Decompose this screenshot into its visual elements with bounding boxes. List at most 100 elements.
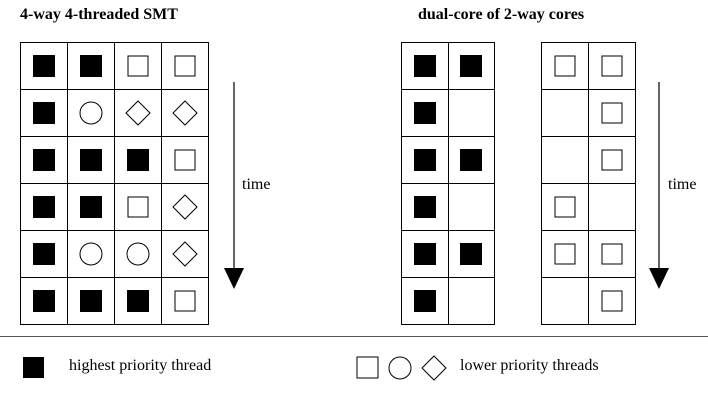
grid-cell <box>162 137 209 184</box>
smt-grid <box>20 42 209 325</box>
grid-cell <box>542 43 589 90</box>
grid-cell <box>589 137 636 184</box>
black-square-icon <box>33 102 55 124</box>
black-square-icon <box>460 243 483 265</box>
outline-diamond-icon <box>172 241 198 267</box>
grid-cell <box>21 43 68 90</box>
grid-cell <box>448 43 495 90</box>
grid-cell <box>162 90 209 137</box>
black-square-icon <box>23 357 44 378</box>
outline-circle-icon <box>79 242 103 266</box>
grid-cell <box>115 184 162 231</box>
grid-cell <box>115 43 162 90</box>
grid-cell <box>162 43 209 90</box>
outline-square-icon <box>356 356 379 379</box>
grid-cell <box>402 231 449 278</box>
grid-cell <box>68 278 115 325</box>
divider <box>0 336 708 337</box>
black-square-icon <box>33 55 55 77</box>
grid-cell <box>21 278 68 325</box>
grid-cell <box>115 137 162 184</box>
core2-grid <box>541 42 636 325</box>
black-square-icon <box>33 149 55 171</box>
black-square-icon <box>413 290 436 312</box>
grid-cell <box>402 184 449 231</box>
grid-cell <box>115 231 162 278</box>
grid-cell <box>162 184 209 231</box>
outline-square-icon <box>127 55 149 77</box>
grid-cell <box>68 43 115 90</box>
black-square-icon <box>413 102 436 124</box>
black-square-icon <box>460 149 483 171</box>
black-square-icon <box>80 196 102 218</box>
outline-circle-icon <box>79 101 103 125</box>
outline-square-icon <box>601 55 623 77</box>
outline-diamond-icon <box>421 355 447 381</box>
black-square-icon <box>413 243 436 265</box>
grid-cell <box>448 137 495 184</box>
grid-cell <box>589 90 636 137</box>
grid-cell <box>162 278 209 325</box>
grid-cell <box>115 278 162 325</box>
black-square-icon <box>413 55 436 77</box>
grid-cell <box>448 231 495 278</box>
time-label-smt: time <box>242 176 271 193</box>
outline-circle-icon <box>126 242 150 266</box>
black-square-icon <box>127 149 149 171</box>
grid-cell <box>542 184 589 231</box>
black-square-icon <box>413 196 436 218</box>
grid-cell <box>589 231 636 278</box>
grid-cell <box>402 137 449 184</box>
outline-square-icon <box>127 196 149 218</box>
black-square-icon <box>80 290 102 312</box>
time-arrow-icon <box>649 82 669 289</box>
grid-cell <box>589 184 636 231</box>
grid-cell <box>542 137 589 184</box>
grid-cell <box>542 90 589 137</box>
grid-cell <box>68 90 115 137</box>
dual-core-title: dual-core of 2-way cores <box>418 6 585 23</box>
core1-grid <box>401 42 495 325</box>
outline-square-icon <box>174 55 196 77</box>
time-arrow-icon <box>224 82 244 289</box>
black-square-icon <box>127 290 149 312</box>
outline-square-icon <box>174 149 196 171</box>
legend-high-label: highest priority thread <box>69 357 212 374</box>
grid-cell <box>21 90 68 137</box>
black-square-icon <box>460 55 483 77</box>
outline-diamond-icon <box>172 194 198 220</box>
outline-diamond-icon <box>172 100 198 126</box>
black-square-icon <box>33 243 55 265</box>
grid-cell <box>402 278 449 325</box>
outline-square-icon <box>601 102 623 124</box>
grid-cell <box>448 90 495 137</box>
black-square-icon <box>33 196 55 218</box>
outline-square-icon <box>601 149 623 171</box>
black-square-icon <box>80 55 102 77</box>
black-square-icon <box>413 149 436 171</box>
grid-cell <box>402 90 449 137</box>
grid-cell <box>68 231 115 278</box>
legend-low-label: lower priority threads <box>460 357 599 374</box>
grid-cell <box>115 90 162 137</box>
grid-cell <box>68 184 115 231</box>
outline-square-icon <box>554 196 576 218</box>
outline-circle-icon <box>388 356 412 380</box>
time-label-dual: time <box>668 176 697 193</box>
grid-cell <box>21 137 68 184</box>
grid-cell <box>542 278 589 325</box>
grid-cell <box>162 231 209 278</box>
smt-title: 4-way 4-threaded SMT <box>20 6 178 23</box>
grid-cell <box>448 278 495 325</box>
outline-square-icon <box>554 55 576 77</box>
grid-cell <box>68 137 115 184</box>
outline-square-icon <box>554 243 576 265</box>
grid-cell <box>402 43 449 90</box>
grid-cell <box>21 231 68 278</box>
black-square-icon <box>80 149 102 171</box>
grid-cell <box>542 231 589 278</box>
outline-diamond-icon <box>125 100 151 126</box>
grid-cell <box>448 184 495 231</box>
outline-square-icon <box>174 290 196 312</box>
outline-square-icon <box>601 290 623 312</box>
